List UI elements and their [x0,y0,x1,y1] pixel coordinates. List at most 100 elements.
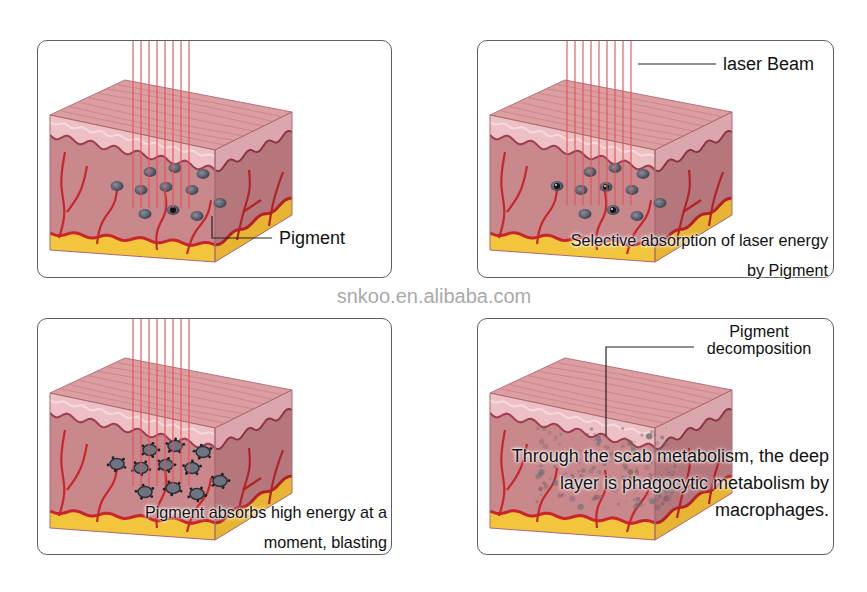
pigment [182,460,202,476]
pigment-dust [624,466,628,470]
pigment-dust [536,427,540,431]
leader-line [212,216,272,238]
laser-beam [574,40,575,205]
pigment-dust [596,442,601,447]
laser-beam [630,40,631,205]
pigment-dust [595,436,601,442]
pigment [579,209,592,219]
leader-line [638,63,716,64]
pigment-dust [625,501,627,503]
pigment-dust [590,466,592,468]
panel-box: Pigment absorbs high energy at a moment,… [37,318,392,555]
pigment-dust [639,502,642,505]
pigment-dust [603,507,605,509]
pigment [631,211,644,221]
pigment [584,167,597,177]
pigment-dust [660,435,664,439]
pigment [165,438,185,454]
pigment-dust [640,434,643,437]
pigment-dust [644,503,646,505]
pigment [135,484,155,500]
pigment-dust [650,430,654,434]
panel-box: laser BeamSelective absorption of laser … [477,40,834,278]
pigment-dust [539,439,544,444]
pigment-dust [633,499,635,501]
panel-box: Pigment [37,40,392,278]
laser-beam [180,318,181,486]
pigment-dust [547,431,551,435]
pigment [186,185,199,195]
pigment-dust [653,433,656,436]
pigment-dust [624,438,628,442]
pigment-dust [593,433,596,436]
pigment-dust [577,507,579,509]
pigment [626,185,639,195]
pigment-dust [648,493,650,495]
laser-beam [132,40,133,208]
pigment-dust [633,504,639,510]
pigment [169,163,182,173]
pigment [193,444,213,460]
pigment-dust [665,468,667,470]
pigment [160,182,173,192]
pigment-dust [593,439,595,441]
laser-beam [148,318,149,486]
laser-beam [140,318,141,486]
pigment [197,169,210,179]
laser-beam [164,40,165,208]
pigment-dust [646,433,652,439]
pigment [214,198,227,208]
pigment-dust [647,497,649,499]
panel-caption: Pigment absorbs high energy at a moment,… [87,497,387,557]
pigment-dust [570,496,576,502]
pigment-dust [669,503,671,505]
laser-beam [140,40,141,208]
pigment-dust [617,503,620,506]
pigment-dust [654,497,659,502]
skin-block [50,40,292,262]
pigment-dust [577,504,583,510]
pigment [607,205,620,215]
laser-beam [132,318,133,486]
panel-box: Pigment decompositionThrough the scab me… [477,318,834,555]
panel-caption: Selective absorption of laser energy by … [566,225,828,285]
pigment [111,181,124,191]
pigment-dust [539,469,545,475]
laser-beam [614,40,615,205]
pigment-dust [627,440,633,446]
pigment-dust [647,433,653,439]
laser-beam [598,40,599,205]
laser-beam [622,40,623,205]
laser-beam [172,318,173,486]
pigment [637,169,650,179]
pigment-dust [658,494,662,498]
pigment-dust [649,498,655,504]
laser-beam [156,318,157,486]
pigment-dust [552,480,558,486]
pigment-dust [588,468,593,473]
laser-beam [188,40,189,208]
pigment-dust [599,495,604,500]
pigment-dust [581,468,586,473]
pigment [600,182,613,192]
pigment [139,209,152,219]
pigment [654,198,667,208]
pigment-dust [666,494,672,500]
laser-beam [172,40,173,208]
watermark: snkoo.en.alibaba.com [313,285,555,308]
pigment-dust [594,495,599,500]
pigment-dust [663,442,668,447]
skin-block [490,40,732,262]
pigment-dust [554,436,558,440]
laser-beam [148,40,149,208]
panel-caption: Pigment [279,227,389,249]
panel-caption: Pigment decomposition [683,323,835,357]
pigment-dust [538,487,542,491]
pigment [191,211,204,221]
pigment-dust [543,487,546,490]
laser-beam [590,40,591,205]
pigment-dust [635,497,640,502]
pigment [211,473,230,489]
panel-caption: laser Beam [723,53,831,75]
pigment-dust [665,427,667,429]
